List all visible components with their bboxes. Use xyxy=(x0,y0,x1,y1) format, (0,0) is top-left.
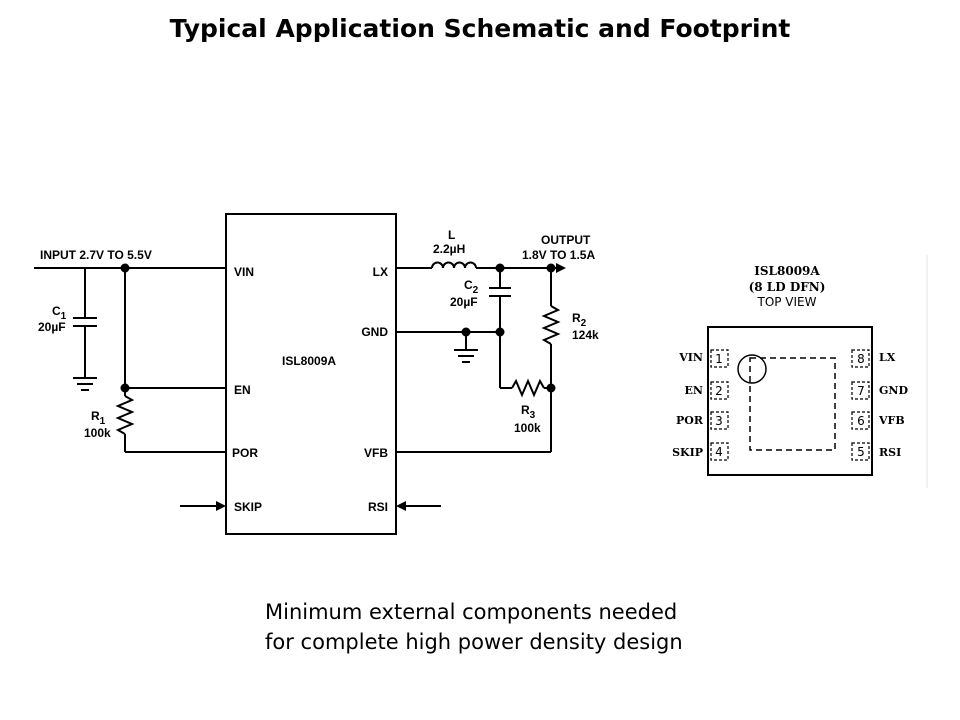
footprint-pad xyxy=(851,442,870,461)
footprint-pad xyxy=(710,381,729,400)
pin-rsi-label: RSI xyxy=(368,500,388,514)
footprint-pin-en: EN xyxy=(685,384,703,397)
l-name: L xyxy=(448,228,455,242)
r3-name: R3 xyxy=(521,403,536,421)
footprint-pin-por: POR xyxy=(676,414,704,427)
footprint-pin-number: 2 xyxy=(715,384,723,398)
footprint-pad xyxy=(710,411,729,430)
ic-body xyxy=(225,213,397,535)
pin-skip-label: SKIP xyxy=(234,500,262,514)
resistor-r1 xyxy=(115,388,135,452)
footprint-package: (8 LD DFN) xyxy=(749,280,826,294)
ground-symbol-c1 xyxy=(73,377,97,391)
footprint-pin-skip: SKIP xyxy=(672,446,703,459)
r1-name: R1 xyxy=(91,409,106,427)
footprint-pin-gnd: GND xyxy=(879,384,908,397)
junction-dot xyxy=(546,383,556,393)
slide-title: Typical Application Schematic and Footpr… xyxy=(169,14,791,43)
c1-value: 20µF xyxy=(38,320,66,334)
c2-name: C2 xyxy=(464,278,479,296)
caption-line-1: Minimum external components needed xyxy=(265,600,678,624)
inductor-l xyxy=(431,261,477,269)
pin-en-label: EN xyxy=(234,383,251,397)
footprint-package-outline xyxy=(707,326,873,476)
caption: Minimum external components needed for c… xyxy=(265,597,725,657)
footprint-pin-number: 6 xyxy=(857,414,865,428)
footprint-pin-vfb: VFB xyxy=(878,414,905,427)
ground-symbol xyxy=(454,349,478,363)
caption-line-2: for complete high power density design xyxy=(265,630,683,654)
footprint-view-label: TOP VIEW xyxy=(756,295,816,309)
footprint-pad xyxy=(851,411,870,430)
footprint-pin-lx: LX xyxy=(879,351,896,364)
pin-lx-label: LX xyxy=(373,265,388,279)
resistor-r2 xyxy=(541,268,561,452)
ic-name: ISL8009A xyxy=(282,354,336,368)
output-label-line2: 1.8V TO 1.5A xyxy=(522,248,595,262)
footprint-part: ISL8009A xyxy=(754,264,820,278)
l-value: 2.2µH xyxy=(433,242,465,256)
footprint-pad xyxy=(710,442,729,461)
footprint-pin-number: 7 xyxy=(857,384,865,398)
capacitor-c1 xyxy=(73,268,97,378)
footprint-pad xyxy=(851,381,870,400)
resistor-r3 xyxy=(499,332,551,398)
pin-gnd-label: GND xyxy=(361,325,388,339)
capacitor-c2 xyxy=(489,268,511,332)
footprint-pin-rsi: RSI xyxy=(879,446,901,459)
footprint-pin-vin: VIN xyxy=(678,351,703,364)
r3-value: 100k xyxy=(514,421,541,435)
footprint-pad xyxy=(851,349,870,368)
thermal-pad xyxy=(749,357,836,451)
r2-value: 124k xyxy=(572,328,599,342)
r2-name: R2 xyxy=(572,311,587,329)
pin1-indicator xyxy=(737,354,767,384)
footprint-pad xyxy=(710,349,729,368)
pin-vin-label: VIN xyxy=(234,265,254,279)
pin-por-label: POR xyxy=(232,446,258,460)
footprint-pin-number: 3 xyxy=(715,414,723,428)
output-label-line1: OUTPUT xyxy=(541,233,591,247)
footprint-pin-number: 5 xyxy=(857,445,865,459)
footprint-pin-number: 4 xyxy=(715,445,723,459)
r1-value: 100k xyxy=(84,426,111,440)
rsi-arrow xyxy=(396,501,441,511)
junction-dot xyxy=(120,263,130,273)
input-label: INPUT 2.7V TO 5.5V xyxy=(40,248,152,262)
skip-arrow xyxy=(180,501,226,511)
pin-vfb-label: VFB xyxy=(364,446,388,460)
c2-value: 20µF xyxy=(450,295,478,309)
footprint-pin-number: 8 xyxy=(857,352,865,366)
output-arrow xyxy=(556,263,566,273)
footprint-pin-number: 1 xyxy=(715,352,723,366)
c1-name: C1 xyxy=(52,304,67,322)
